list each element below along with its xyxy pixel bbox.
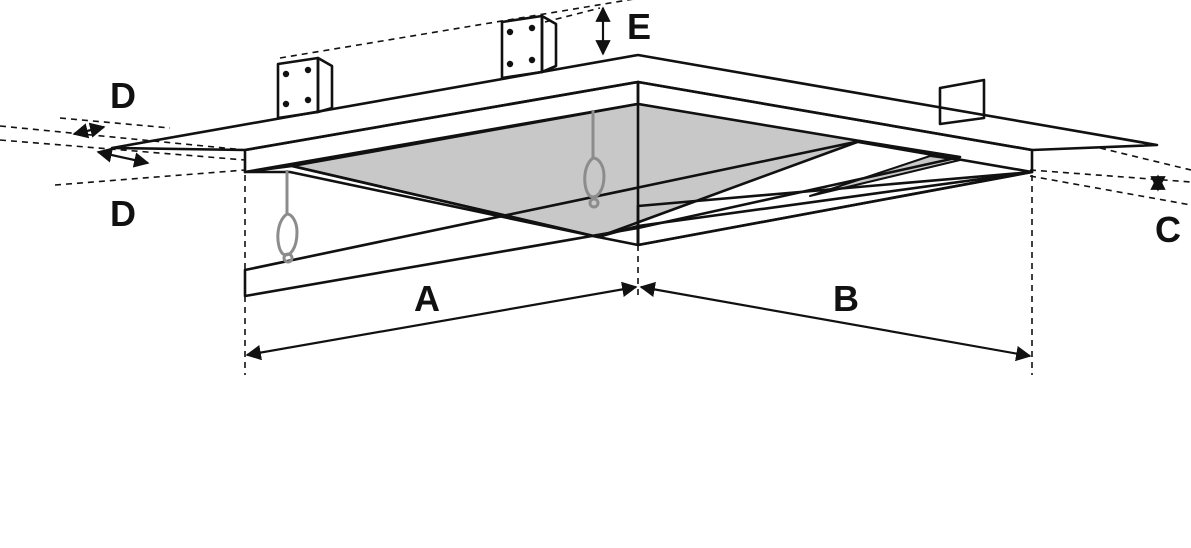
label-d-bottom: D bbox=[110, 193, 136, 234]
dimension-d-arrow-bottom bbox=[96, 147, 150, 168]
safety-cable-right bbox=[583, 110, 606, 209]
label-d-top: D bbox=[110, 75, 136, 116]
dimension-a-arrow bbox=[245, 281, 638, 361]
mounting-bracket-left bbox=[276, 56, 334, 120]
label-a: A bbox=[414, 278, 440, 319]
label-b: B bbox=[833, 278, 859, 319]
dimension-d-arrow-top bbox=[72, 122, 106, 139]
label-c: C bbox=[1155, 209, 1181, 250]
mounting-bracket-right bbox=[938, 78, 986, 126]
access-door-panel bbox=[290, 102, 862, 239]
label-e: E bbox=[627, 6, 651, 47]
dimension-b-arrow bbox=[639, 281, 1032, 362]
door-frame bbox=[243, 104, 1034, 298]
mounting-bracket-middle bbox=[500, 14, 558, 80]
safety-cable-left bbox=[276, 170, 299, 264]
